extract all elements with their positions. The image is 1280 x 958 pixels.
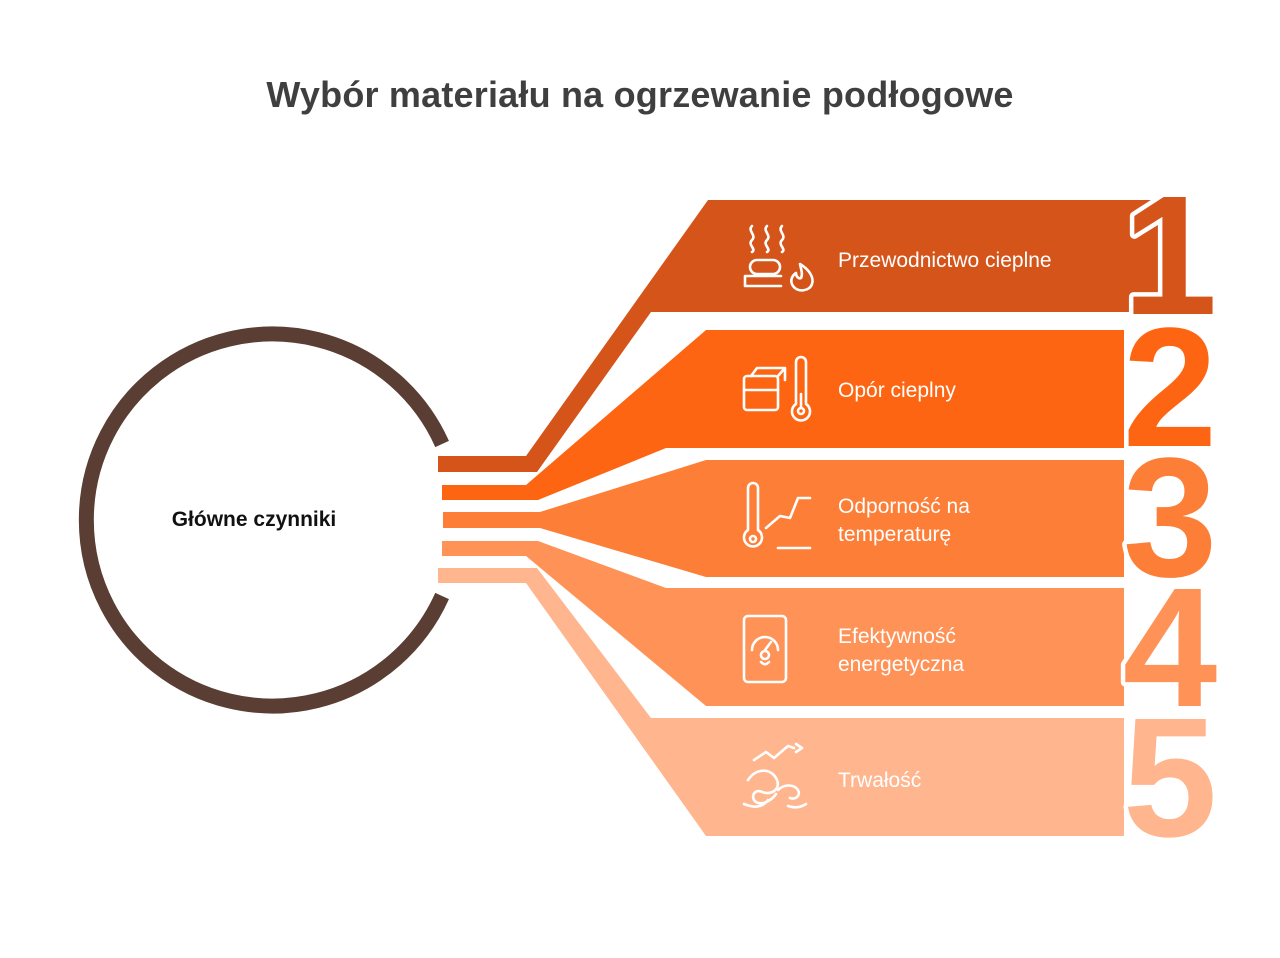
hub-ring [78, 326, 449, 714]
item-4-label-line-1: Efektywność [838, 625, 956, 648]
item-3-number: 3 [1123, 423, 1218, 613]
numbers: 1 2 3 4 5 [1118, 157, 1222, 878]
item-3-label-line-2: temperaturę [838, 523, 951, 546]
heat-transfer-icon [743, 224, 814, 292]
hub: Główne czynniki [78, 326, 449, 714]
item-2-band [442, 330, 1124, 500]
item-1-band [438, 200, 1165, 472]
item-4-band [442, 541, 1124, 706]
item-5-label: Trwałość [838, 769, 921, 792]
item-3-label-line-1: Odporność na [838, 495, 970, 518]
labels: Przewodnictwo cieplne Opór cieplny Odpor… [838, 249, 1052, 792]
box-thermometer-icon [742, 355, 812, 422]
item-5-branch [438, 568, 1124, 836]
durability-trend-icon [742, 742, 808, 809]
item-3-band [443, 460, 1124, 577]
item-4-label-line-2: energetyczna [838, 653, 964, 676]
item-2-branch [442, 330, 1124, 500]
page-title: Wybór materiału na ogrzewanie podłogowe [266, 74, 1014, 115]
hub-label: Główne czynniki [172, 508, 337, 531]
item-1-label: Przewodnictwo cieplne [838, 249, 1052, 272]
item-5-band [438, 568, 1124, 836]
thermometer-graph-icon [742, 481, 812, 550]
gauge-icon [742, 614, 788, 684]
item-2-label: Opór cieplny [838, 379, 956, 402]
item-2-number: 2 [1123, 293, 1218, 483]
item-5-number: 5 [1123, 683, 1218, 873]
branch-bands [438, 200, 1165, 836]
item-3-branch [443, 460, 1124, 577]
item-4-number: 4 [1123, 553, 1218, 743]
item-1-number: 1 [1123, 161, 1218, 351]
item-1-branch [438, 200, 1165, 472]
item-4-branch [442, 541, 1124, 706]
